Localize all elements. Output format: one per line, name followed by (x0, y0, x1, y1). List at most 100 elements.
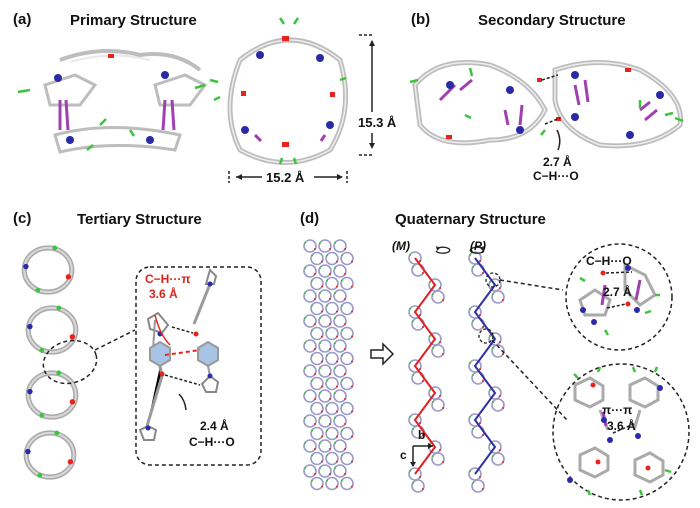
helix-ring (431, 344, 445, 358)
packing-ring (325, 451, 339, 466)
packing-ring (325, 376, 339, 391)
packing-ring (340, 401, 354, 416)
packing-ring (318, 339, 332, 353)
panel-d-label: (d) (300, 210, 320, 227)
packing-ring (325, 251, 339, 266)
helix-ring (411, 371, 425, 385)
helix-ring (471, 371, 485, 385)
tertiary-structure-chain (23, 246, 136, 478)
helix-p (468, 251, 505, 493)
panel-a-label: (a) (13, 11, 32, 28)
secondary-distance-label: 2.7 Å (543, 155, 572, 169)
helix-p-label: (P) (470, 239, 486, 253)
helix-ring (431, 398, 445, 412)
packing-ring (303, 439, 317, 453)
packing-ring (318, 364, 332, 378)
helix-ring (411, 317, 425, 331)
primary-structure-side-view (17, 49, 208, 154)
packing-ring (325, 301, 339, 316)
packing-ring (310, 376, 324, 391)
inset1-distance-label: 2.7 Å (603, 285, 632, 299)
helix-ring (471, 263, 485, 277)
packing-ring (340, 326, 354, 341)
packing-ring (318, 439, 332, 453)
axis-c-label: c (400, 448, 407, 462)
packing-ring (333, 264, 347, 278)
packing-ring (303, 339, 317, 353)
packing-ring (325, 326, 339, 341)
inset2-interaction-label: π···π (602, 403, 633, 417)
packing-ring (303, 364, 317, 378)
packing-ring (318, 414, 332, 428)
packing-ring (318, 239, 332, 253)
packing-ring (303, 314, 317, 328)
height-dimension-label: 15.3 Å (358, 115, 397, 130)
axis-b-label: b (418, 428, 426, 442)
helix-ring (431, 452, 445, 466)
packing-ring (310, 276, 324, 291)
inset2-distance-label: 3.6 Å (607, 419, 636, 433)
packing-ring (333, 389, 347, 403)
helix-ring (431, 290, 445, 304)
packing-ring (333, 314, 347, 328)
packing-ring (310, 401, 324, 416)
panel-b-title: Secondary Structure (478, 12, 626, 29)
quaternary-packing-column (303, 239, 354, 491)
helix-ring (491, 452, 505, 466)
panel-c-title: Tertiary Structure (77, 211, 202, 228)
packing-ring (333, 339, 347, 353)
inset1-interaction-label: C−H···O (586, 254, 632, 268)
packing-ring (310, 351, 324, 366)
helix-axis-line (413, 257, 437, 475)
secondary-structure-dimer (409, 60, 684, 151)
packing-ring (318, 389, 332, 403)
packing-ring (318, 314, 332, 328)
packing-ring (310, 326, 324, 341)
helix-axis-line (473, 257, 497, 475)
packing-ring (340, 301, 354, 316)
panel-a-title: Primary Structure (70, 12, 197, 29)
hollow-arrow-icon (370, 342, 395, 366)
packing-ring (340, 476, 354, 491)
packing-ring (340, 251, 354, 266)
packing-ring (325, 351, 339, 366)
ch-pi-label: C−H···π (145, 272, 191, 286)
packing-ring (340, 351, 354, 366)
width-dimension-label: 15.2 Å (266, 170, 305, 185)
tertiary-interaction-label: C−H···O (189, 435, 235, 449)
packing-ring (310, 251, 324, 266)
packing-ring (303, 389, 317, 403)
packing-ring (310, 451, 324, 466)
secondary-interaction-label: C−H···O (533, 169, 579, 183)
packing-ring (333, 289, 347, 303)
helix-ring (411, 479, 425, 493)
tertiary-structure-inset (135, 266, 262, 466)
packing-ring (318, 264, 332, 278)
packing-ring (333, 239, 347, 253)
packing-ring (333, 439, 347, 453)
helix-ring (471, 425, 485, 439)
rotate-ccw-icon (435, 246, 451, 254)
panel-c-label: (c) (13, 210, 32, 227)
packing-ring (310, 301, 324, 316)
packing-ring (303, 414, 317, 428)
panel-b-label: (b) (411, 11, 431, 28)
packing-ring (310, 476, 324, 491)
packing-ring (325, 401, 339, 416)
packing-ring (325, 276, 339, 291)
packing-ring (325, 476, 339, 491)
packing-ring (333, 464, 347, 478)
packing-ring (303, 239, 317, 253)
helix-ring (471, 317, 485, 331)
helix-m (408, 251, 445, 493)
helix-ring (491, 398, 505, 412)
quaternary-inset-pi-pi (552, 363, 690, 501)
packing-ring (333, 414, 347, 428)
helix-ring (471, 479, 485, 493)
helix-ring (491, 290, 505, 304)
packing-ring (333, 364, 347, 378)
primary-structure-top-view (209, 17, 375, 183)
packing-ring (340, 376, 354, 391)
packing-ring (325, 426, 339, 441)
